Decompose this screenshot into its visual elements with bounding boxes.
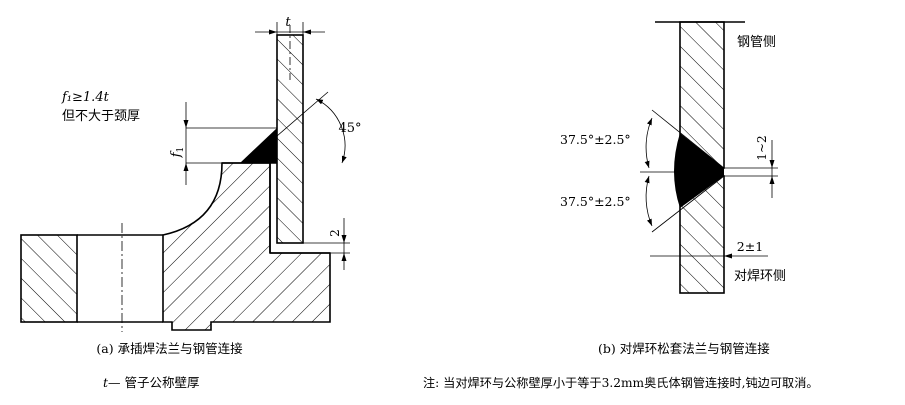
t-label: t bbox=[285, 15, 291, 30]
flange-hub-section bbox=[162, 162, 331, 331]
upper-bevel-arc bbox=[644, 117, 653, 169]
caption-a: (a) 承插焊法兰与钢管连接 bbox=[96, 341, 243, 356]
legend-t: t— 管子公称壁厚 bbox=[103, 375, 200, 391]
fillet-weld bbox=[240, 128, 277, 163]
diagram-a-socket-weld: t f1 f₁≥1.4t 但不大于颈厚 45° 2 bbox=[20, 15, 362, 332]
condition-line-2: 但不大于颈厚 bbox=[62, 109, 140, 124]
condition-line-1: f₁≥1.4t bbox=[61, 90, 110, 105]
gap-2pm1-label: 2±1 bbox=[737, 239, 763, 254]
pipe-side-label: 钢管侧 bbox=[737, 35, 776, 50]
upper-angle-label: 37.5°±2.5° bbox=[560, 132, 631, 147]
note: 注: 当对焊环与公称壁厚小于等于3.2mm奥氏体钢管连接时,钝边可取消。 bbox=[423, 376, 819, 390]
legend-text: — 管子公称壁厚 bbox=[108, 375, 200, 390]
lower-bevel-arc bbox=[644, 175, 653, 227]
diagram-b-butt-weld: 钢管侧 对焊环侧 37.5°±2.5° 37.5°±2.5° 1~2 2±1 bbox=[560, 21, 786, 294]
legend-symbol: t bbox=[103, 375, 109, 390]
gap-2-label: 2 bbox=[328, 229, 342, 237]
angle-45-label: 45° bbox=[338, 121, 361, 136]
caption-b: (b) 对焊环松套法兰与钢管连接 bbox=[598, 341, 770, 356]
f1-label: f1 bbox=[169, 147, 186, 159]
lower-angle-label: 37.5°±2.5° bbox=[560, 194, 631, 209]
flange-ring-left-section bbox=[20, 234, 78, 323]
root-face-label: 1~2 bbox=[755, 135, 769, 160]
butt-weld-bead bbox=[674, 133, 724, 208]
pipe-wall-section bbox=[276, 34, 304, 244]
ring-side-label: 对焊环侧 bbox=[734, 268, 786, 284]
angle-45-arc bbox=[315, 98, 347, 164]
